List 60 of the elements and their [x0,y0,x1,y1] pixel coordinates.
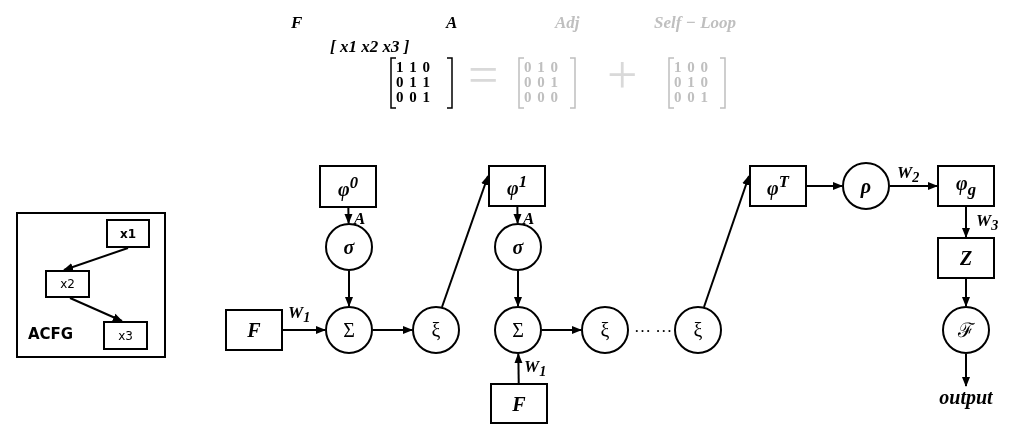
function-box: φ$^{1}$ [488,165,546,207]
matrix-row: 0 0 1 [396,90,431,105]
edge-label: W$_{1}$ [288,304,311,325]
input-box: F [225,309,283,351]
feature-vector: [ x1 x2 x3 ] [330,38,410,55]
edge-label: W$_{2}$ [897,164,920,185]
arrow [514,353,523,384]
matrix-row: 0 0 1 [674,90,709,105]
matrix-row: 0 0 1 [524,75,559,90]
matrix-row: 0 1 1 [396,75,431,90]
arrow [345,270,353,307]
arrow [513,206,522,224]
arrow [806,182,843,190]
arrow [962,353,970,387]
symbol-label: A [446,14,458,31]
graph-panel [16,212,166,358]
node-box: x3 [103,321,148,350]
arrow [441,175,489,308]
arrow [962,206,970,238]
matrix-row: 0 1 0 [524,60,559,75]
operator-circle: ξ [412,306,460,354]
operator-circle: σ [325,223,373,271]
arrow [372,326,413,334]
function-box: φ$_{g}$ [937,165,995,207]
edge-label: W$_{1}$ [524,358,547,379]
arrow [541,326,582,334]
operator-circle: ℱ [942,306,990,354]
sum-circle: Σ [494,306,542,354]
arrow [962,278,970,307]
symbol-label: Self − Loop [654,14,737,31]
function-box: φ$^{0}$ [319,165,377,208]
operator-circle: ρ [842,162,890,210]
operator-circle: ξ [674,306,722,354]
arrow [282,326,326,334]
plus-sign: + [607,48,638,102]
arrow [889,182,938,190]
edge-label: W$_{3}$ [976,212,999,233]
output-box: Z [937,237,995,279]
arrow [69,297,123,322]
node-box: x2 [45,270,90,298]
sum-circle: Σ [325,306,373,354]
ellipsis-label: … … [634,318,673,335]
arrow [63,247,129,271]
graph-title: ACFG [28,327,74,342]
matrix-row: 0 1 0 [674,75,709,90]
matrix-row: 1 0 0 [674,60,709,75]
output-label: output [934,386,998,408]
matrix-row: 1 1 0 [396,60,431,75]
arrow [344,207,353,224]
matrix-row: 0 0 0 [524,90,559,105]
symbol-label: F [291,14,303,31]
arrow [703,175,750,308]
symbol-label: Adj [555,14,580,31]
function-box: φ$^{T}$ [749,165,807,207]
input-box: F [490,383,548,424]
operator-circle: σ [494,223,542,271]
operator-circle: ξ [581,306,629,354]
arrow [514,270,522,307]
equals-sign: = [468,48,499,102]
node-box: x1 [106,219,150,248]
